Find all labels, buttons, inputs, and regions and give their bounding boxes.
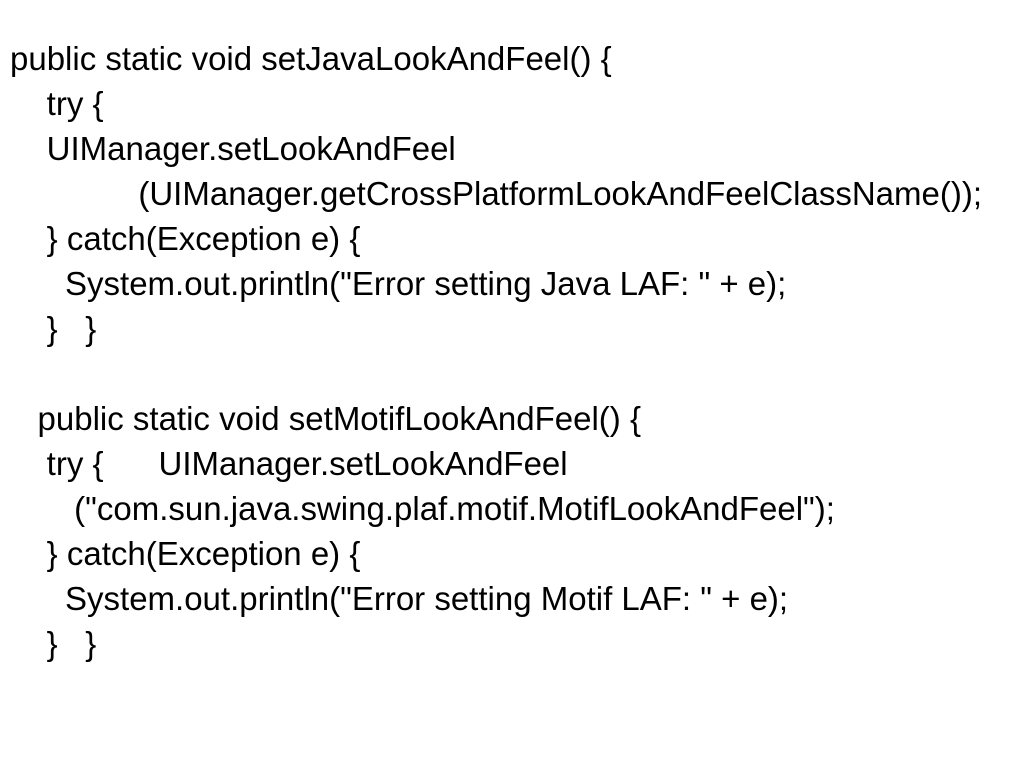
code-line-blank <box>10 351 982 396</box>
code-line: } } <box>10 625 97 662</box>
code-line: } } <box>10 310 97 347</box>
code-line: } catch(Exception e) { <box>10 220 361 257</box>
code-block: public static void setJavaLookAndFeel() … <box>10 36 982 666</box>
code-line: UIManager.setLookAndFeel <box>10 130 456 167</box>
code-line: (UIManager.getCrossPlatformLookAndFeelCl… <box>10 175 983 212</box>
code-line: } catch(Exception e) { <box>10 535 361 572</box>
code-line: public static void setMotifLookAndFeel()… <box>10 400 641 437</box>
code-line: public static void setJavaLookAndFeel() … <box>10 40 612 77</box>
code-line: System.out.println("Error setting Java L… <box>10 265 787 302</box>
code-line: System.out.println("Error setting Motif … <box>10 580 789 617</box>
code-line: try { UIManager.setLookAndFeel <box>10 445 568 482</box>
code-line: try { <box>10 85 104 122</box>
code-line: ("com.sun.java.swing.plaf.motif.MotifLoo… <box>10 490 835 527</box>
